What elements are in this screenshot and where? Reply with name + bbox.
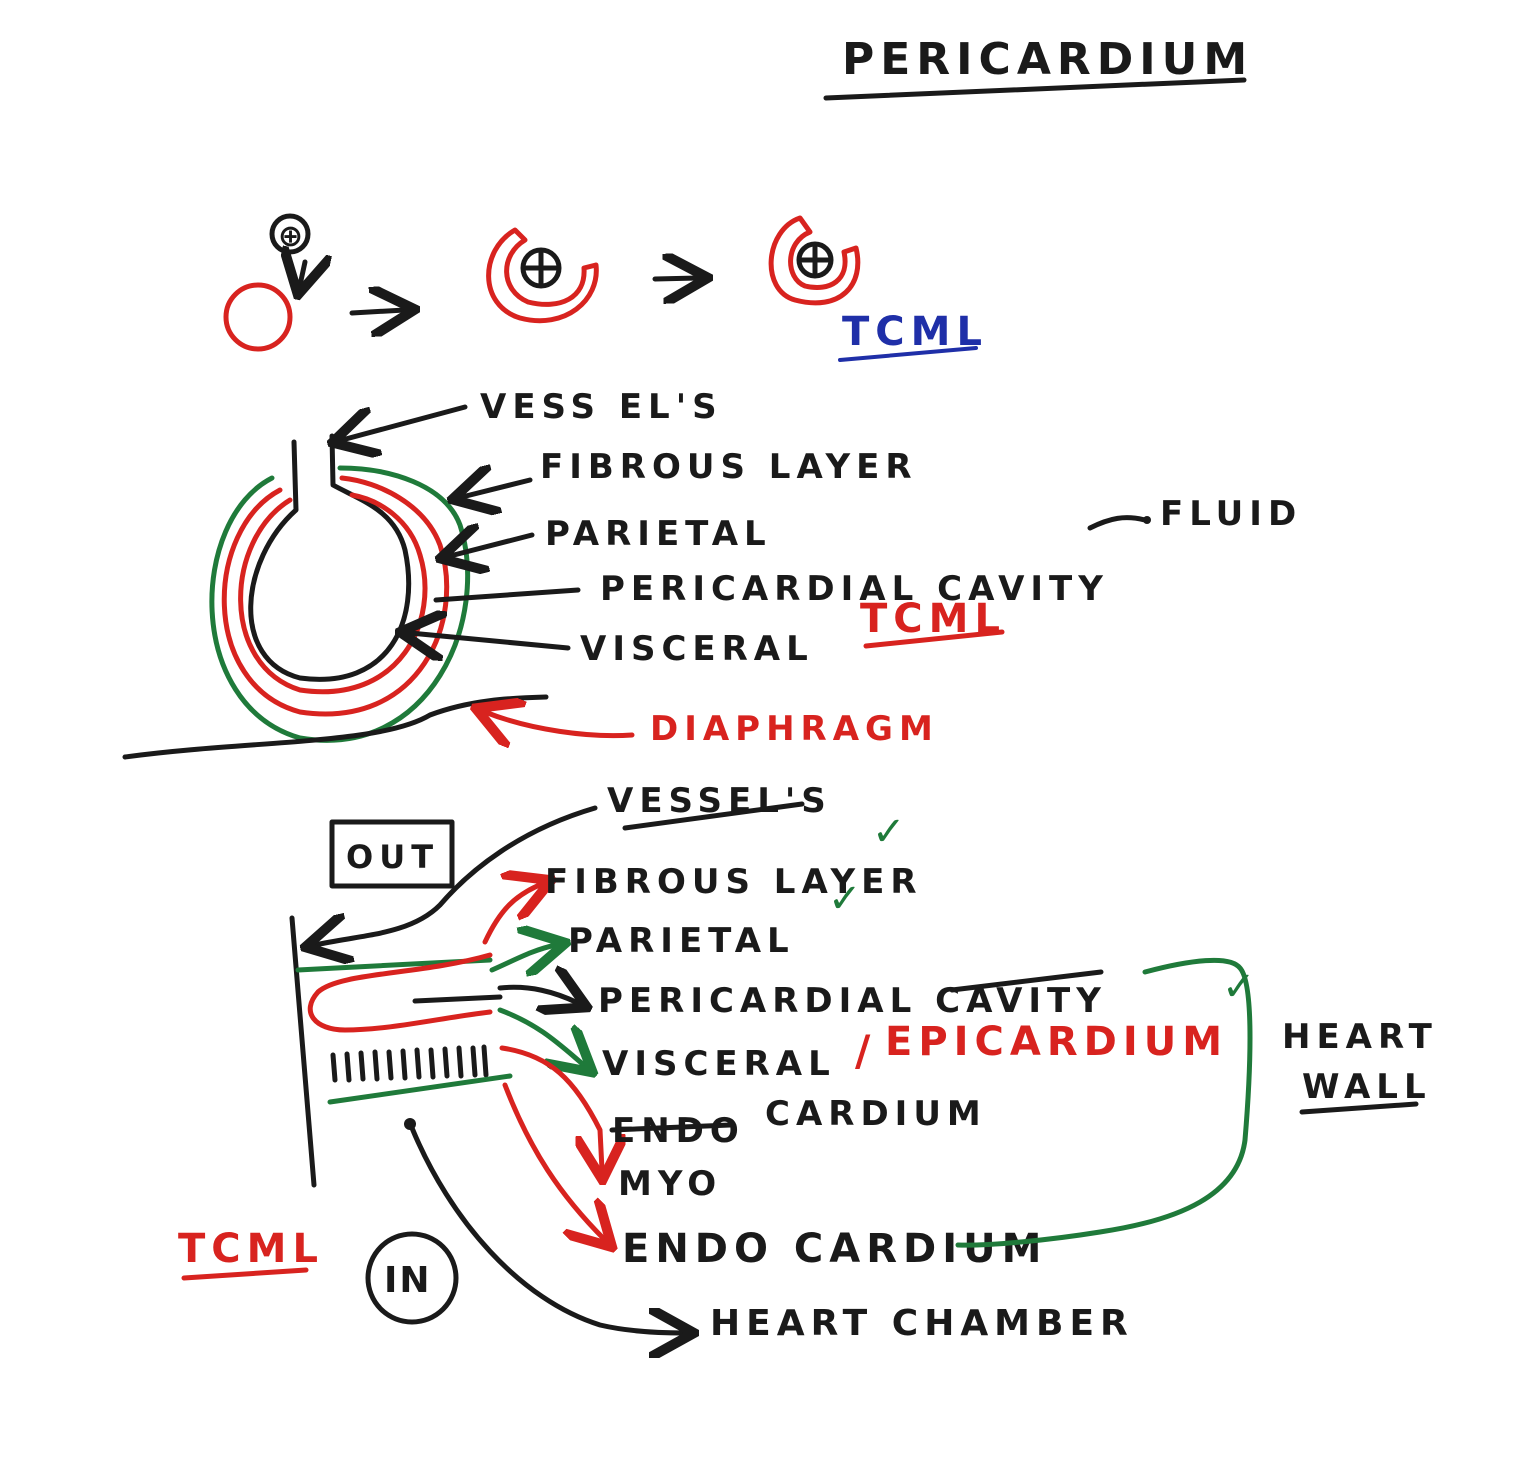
- heart-wall-layers-diagram: OUT IN VESSEL'S FIBROUS LAYER ✓ PARIETAL…: [178, 781, 1438, 1344]
- wall-underline: [1299, 1101, 1419, 1115]
- right-arrow-icon: [349, 310, 405, 313]
- watermark-red-bottom: TCML: [178, 1226, 324, 1272]
- label-epicardium: EPICARDIUM: [885, 1019, 1228, 1065]
- serous-fold: [307, 952, 493, 1033]
- label-heart-chamber: HEART CHAMBER: [710, 1303, 1134, 1344]
- parietal-layer: [221, 475, 450, 717]
- right-arrow-icon-2: [652, 278, 698, 279]
- fibrous-arrow: [482, 884, 542, 945]
- plus-cross-2: [798, 243, 832, 277]
- label-out: OUT: [346, 838, 439, 876]
- myo-arrow: [499, 1045, 602, 1170]
- parietal-pointer: [450, 535, 535, 556]
- watermark-blue-underline: [838, 346, 978, 362]
- label-endocardium: ENDO CARDIUM: [622, 1226, 1047, 1272]
- label-wall: WALL: [1302, 1067, 1432, 1107]
- fibrous-layer: [209, 465, 470, 743]
- label-pericardial-cavity: PERICARDIAL CAVITY: [600, 569, 1109, 609]
- vessel-stem: [248, 433, 412, 682]
- vessels-underline: [622, 801, 805, 831]
- cavity-pointer: [433, 587, 581, 603]
- label-parietal-bottom: PARIETAL: [568, 921, 795, 961]
- label-visceral: VISCERAL: [580, 629, 814, 669]
- parietal-arrow: [489, 945, 556, 970]
- tick-parietal: ✓: [828, 876, 868, 922]
- myocardium-hatching: [330, 1044, 489, 1083]
- label-parietal: PARIETAL: [545, 514, 772, 554]
- title-underline: [823, 77, 1247, 101]
- label-cardium: CARDIUM: [765, 1094, 987, 1134]
- label-heart: HEART: [1282, 1017, 1438, 1057]
- enclosed-sac: [768, 215, 861, 306]
- pericardial-sac-diagram: VESS EL'S FIBROUS LAYER PARIETAL PERICAR…: [122, 387, 1302, 760]
- vessels-pointer: [342, 404, 468, 440]
- fluid-arrow-dot: [1143, 516, 1151, 524]
- label-fibrous-bottom: FIBROUS LAYER: [545, 862, 923, 902]
- label-myo: MYO: [618, 1164, 722, 1204]
- tick-fibrous: ✓: [872, 809, 912, 855]
- diaphragm-line: [122, 694, 549, 760]
- diaphragm-pointer: [485, 712, 635, 736]
- endo-strikethrough: [609, 1122, 733, 1133]
- label-fibrous-layer: FIBROUS LAYER: [540, 447, 918, 487]
- cavity-arrow: [497, 987, 578, 1003]
- endocardium-line: [327, 1073, 513, 1105]
- label-vessels: VESS EL'S: [480, 387, 723, 427]
- visceral-pointer: [410, 633, 571, 648]
- invaginating-sac: [486, 227, 599, 324]
- label-visceral-bottom: VISCERAL: [602, 1044, 836, 1084]
- wall-vertical-line: [289, 915, 317, 1188]
- top-row-development: ⊕ TCML: [223, 213, 988, 362]
- in-circle: [365, 1231, 459, 1325]
- fluid-arrow: [1087, 515, 1148, 531]
- visceral-layer: [238, 492, 428, 695]
- label-slash: /: [855, 1026, 876, 1075]
- watermark-red-mid-underline: [863, 629, 1005, 649]
- simple-sac-circle: [223, 282, 293, 352]
- cavity-underline: [949, 969, 1104, 993]
- endocardium-arrow: [502, 1082, 605, 1240]
- label-fluid: FLUID: [1160, 494, 1302, 534]
- label-diaphragm: DIAPHRAGM: [650, 709, 939, 749]
- vessels-curve: [315, 805, 598, 945]
- visceral-inner-line: [412, 994, 503, 1004]
- label-cavity-bottom: PERICARDIAL CAVITY: [598, 981, 1107, 1021]
- down-arrow-icon: [300, 262, 305, 285]
- page-title: PERICARDIUM: [842, 34, 1253, 85]
- plus-symbol: ⊕: [278, 219, 303, 254]
- label-in: IN: [384, 1260, 432, 1301]
- watermark-red-bottom-underline: [181, 1267, 309, 1281]
- chamber-arrow: [409, 1125, 684, 1333]
- out-box: [329, 819, 455, 889]
- plus-cross: [522, 249, 560, 287]
- heart-wall-bracket: [955, 957, 1253, 1248]
- visceral-arrow: [497, 1007, 585, 1066]
- fibrous-pointer: [462, 480, 533, 497]
- watermark-blue: TCML: [842, 309, 988, 355]
